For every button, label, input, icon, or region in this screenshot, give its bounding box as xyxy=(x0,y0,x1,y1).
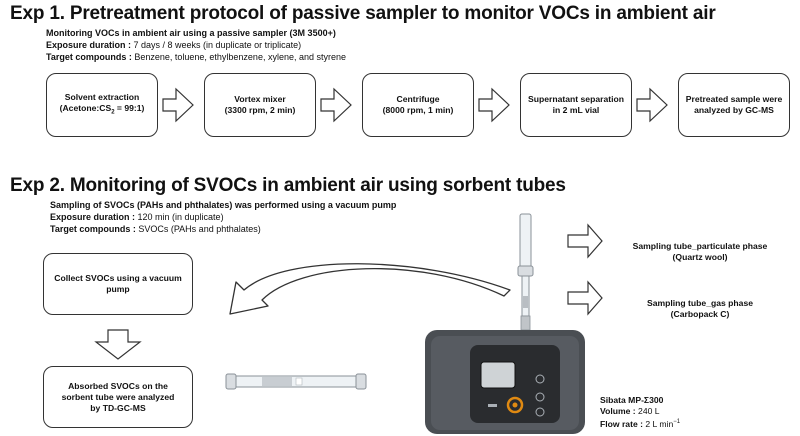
exp1-exposure-value: 7 days / 8 weeks (in duplicate or tripli… xyxy=(131,40,302,50)
exp2-meta: Sampling of SVOCs (PAHs and phthalates) … xyxy=(50,199,396,235)
label-particulate-phase: Sampling tube_particulate phase (Quartz … xyxy=(610,241,790,263)
flow-arrow-4 xyxy=(636,87,668,123)
step1-line2-sub: 2 xyxy=(111,109,115,116)
arrow-to-gas xyxy=(567,280,603,316)
volume-value: 240 L xyxy=(635,406,660,416)
exp1-target-value: Benzene, toluene, ethylbenzene, xylene, … xyxy=(131,52,346,62)
step4-line2: in 2 mL vial xyxy=(552,105,600,115)
exp2-line1: Sampling of SVOCs (PAHs and phthalates) … xyxy=(50,200,397,210)
step-centrifuge: Centrifuge (8000 rpm, 1 min) xyxy=(362,73,474,137)
gas-line2: (Carbopack C) xyxy=(670,309,730,319)
step1-line2-pre: (Acetone:CS xyxy=(59,102,112,113)
flow-value-sup: −1 xyxy=(673,419,681,425)
vertical-sampling-tube-icon xyxy=(517,213,534,331)
step5-line1: Pretreated sample were xyxy=(685,94,783,104)
exp2-title: Exp 2. Monitoring of SVOCs in ambient ai… xyxy=(10,175,566,196)
collect-line2: pump xyxy=(106,284,130,294)
step4-line1: Supernatant separation xyxy=(528,94,624,104)
step-vortex-mixer: Vortex mixer (3300 rpm, 2 min) xyxy=(204,73,316,137)
step5-line2: analyzed by GC-MS xyxy=(694,105,774,115)
step2-line2: (3300 rpm, 2 min) xyxy=(224,105,296,115)
exp1-meta: Monitoring VOCs in ambient air using a p… xyxy=(46,27,346,63)
collect-line1: Collect SVOCs using a vacuum xyxy=(54,273,182,283)
down-arrow xyxy=(94,329,142,360)
curved-return-arrow xyxy=(229,263,511,315)
arrow-to-particulate xyxy=(567,223,603,259)
box-absorbed-svocs: Absorbed SVOCs on the sorbent tube were … xyxy=(43,366,193,428)
step-solvent-extraction: Solvent extraction (Acetone:CS2 = 99:1) xyxy=(46,73,158,137)
exp2-exposure-label: Exposure duration : xyxy=(50,212,136,222)
flow-label: Flow rate : xyxy=(600,418,643,429)
absorbed-line1: Absorbed SVOCs on the xyxy=(68,380,168,391)
gas-line1: Sampling tube_gas phase xyxy=(646,298,754,308)
pump-spec: Sibata MP-Σ300 Volume : 240 L Flow rate … xyxy=(600,395,680,430)
step2-line1: Vortex mixer xyxy=(234,94,286,104)
particulate-line1: Sampling tube_particulate phase xyxy=(632,241,768,251)
step-supernatant-separation: Supernatant separation in 2 mL vial xyxy=(520,73,632,137)
exp1-exposure-label: Exposure duration : xyxy=(46,40,132,50)
exp1-line1: Monitoring VOCs in ambient air using a p… xyxy=(46,28,336,38)
step3-line2: (8000 rpm, 1 min) xyxy=(382,105,454,115)
exp2-target-label: Target compounds : xyxy=(50,224,136,234)
flow-arrow-1 xyxy=(162,87,194,123)
label-gas-phase: Sampling tube_gas phase (Carbopack C) xyxy=(610,298,790,320)
absorbed-line2: sorbent tube were analyzed xyxy=(61,391,175,402)
particulate-line2: (Quartz wool) xyxy=(672,252,728,262)
exp2-exposure-value: 120 min (in duplicate) xyxy=(135,212,224,222)
flow-value: 2 L min xyxy=(642,418,674,429)
step-gcms-analysis: Pretreated sample were analyzed by GC-MS xyxy=(678,73,790,137)
step1-line2-post: = 99:1) xyxy=(114,102,145,113)
pump-model: Sibata MP-Σ300 xyxy=(600,395,664,405)
sorbent-tube-icon xyxy=(225,373,367,390)
exp1-target-label: Target compounds : xyxy=(46,52,132,62)
step3-line1: Centrifuge xyxy=(396,94,440,104)
box-collect-svocs: Collect SVOCs using a vacuum pump xyxy=(43,253,193,315)
volume-label: Volume : xyxy=(600,406,636,416)
step1-line1: Solvent extraction xyxy=(64,91,140,102)
flow-arrow-3 xyxy=(478,87,510,123)
sibata-pump-icon xyxy=(425,330,585,434)
flow-arrow-2 xyxy=(320,87,352,123)
absorbed-line3: by TD-GC-MS xyxy=(90,402,146,413)
exp1-title: Exp 1. Pretreatment protocol of passive … xyxy=(10,3,716,24)
exp2-target-value: SVOCs (PAHs and phthalates) xyxy=(135,224,261,234)
